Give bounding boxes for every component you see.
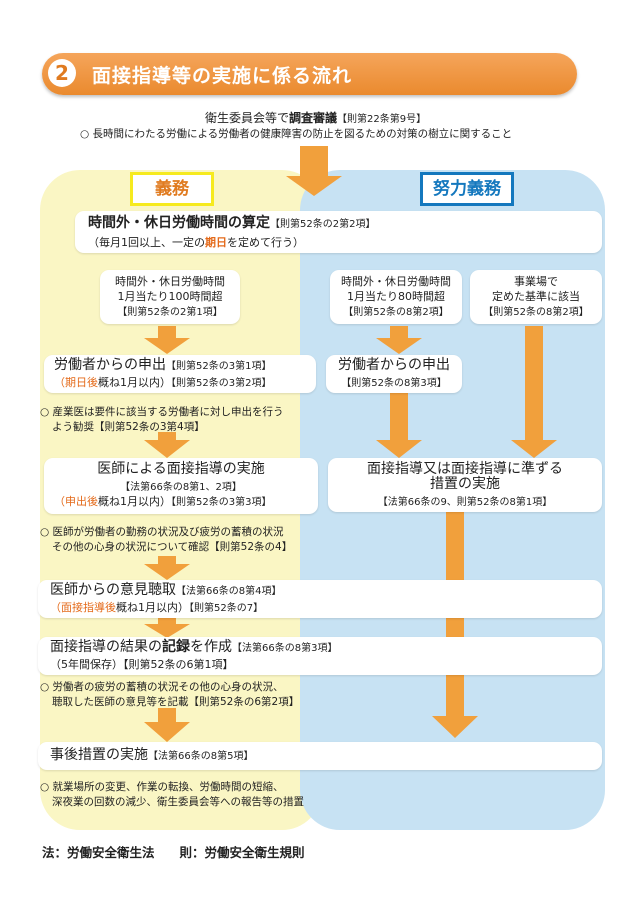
note-3-line2: 聴取した医師の意見等を記載【則第52条の6第2項】 — [52, 696, 300, 708]
cond-right-l2: 定めた基準に該当 — [492, 290, 580, 303]
after-title: 事後措置の実施 — [50, 747, 148, 763]
apply-right-ref: 【則第52条の8第3項】 — [341, 378, 447, 389]
cond-mid-ref: 【則第52条の8第2項】 — [343, 307, 449, 318]
note-2-line1: ○ 医師が労働者の勤務の状況及び疲労の蓄積の状況 — [40, 526, 284, 538]
cond-left-l2: 1月当たり100時間超 — [117, 290, 223, 303]
arrow-right-2 — [376, 392, 422, 458]
doctor-left-ref2: 【則第52条の3第3項】 — [171, 497, 272, 508]
cond-mid-l1: 時間外・休日労働時間 — [341, 275, 451, 288]
note-1-line2: よう勧奨【則第52条の3第4項】 — [52, 421, 205, 433]
arrow-left-5 — [144, 708, 190, 742]
arrow-left-3 — [144, 556, 190, 580]
doctor-left-box — [44, 458, 318, 514]
doctor-right-title2: 措置の実施 — [430, 476, 500, 492]
doctor-left-sub-org: （申出後 — [54, 495, 98, 508]
footer-legend: 法：労働安全衛生法 則：労働安全衛生規則 — [42, 845, 305, 860]
opinion-ref: 【法第66条の8第4項】 — [176, 586, 282, 597]
record-ref: 【法第66条の8第3項】 — [232, 643, 338, 654]
survey-title: 衛生委員会等で調査審議【則第22条第9号】 — [205, 111, 426, 127]
calc-title-line: 時間外・休日労働時間の算定【則第52条の2第2項】 — [88, 216, 375, 232]
doctor-left-ref: 【法第66条の8第1、2項】 — [120, 482, 242, 493]
calc-sub: （毎月1回以上、一定の期日を定めて行う） — [88, 235, 304, 250]
cond-left-l1: 時間外・休日労働時間 — [115, 275, 225, 288]
apply-left-title: 労働者からの申出 — [54, 357, 166, 373]
effort-label: 努力義務 — [420, 172, 514, 206]
after-ref: 【法第66条の8第5項】 — [148, 751, 254, 762]
doctor-right-box — [328, 458, 602, 512]
note-1-line1: ○ 産業医は要件に該当する労働者に対し申出を行う — [40, 406, 284, 418]
section-title: 面接指導等の実施に係る流れ — [92, 65, 353, 87]
cond-right-box — [470, 270, 602, 324]
arrow-left-2 — [144, 432, 190, 458]
apply-left-ref: 【則第52条の3第1項】 — [166, 361, 272, 372]
arrow-right-3 — [511, 326, 557, 458]
calc-sub2: を定めて行う） — [227, 236, 304, 249]
calc-box — [75, 211, 602, 253]
arrow-right-1 — [376, 326, 422, 354]
cond-mid-box — [330, 270, 462, 324]
cond-mid-l2: 1月当たり80時間超 — [347, 290, 445, 303]
survey-prefix: 衛生委員会等で — [205, 111, 290, 125]
record-sub: （5年間保存）【則第52条の6第1項】 — [50, 658, 234, 671]
doctor-left-sub: （申出後概ね1月以内）【則第52条の3第3項】 — [54, 494, 271, 510]
arrow-left-4 — [144, 618, 190, 638]
calc-ref: 【則第52条の2第2項】 — [270, 219, 376, 230]
opinion-sub: （面接指導後概ね1月以内）【則第52条の7】 — [50, 600, 263, 616]
record-title-line: 面接指導の結果の記録を作成【法第66条の8第3項】 — [50, 640, 337, 656]
cond-right-ref: 【則第52条の8第2項】 — [483, 307, 589, 318]
arrow-right-4 — [432, 512, 478, 738]
survey-bold: 調査審議 — [289, 111, 338, 125]
calc-sub1: （毎月1回以上、一定の — [88, 236, 205, 249]
after-box — [38, 742, 602, 770]
apply-left-sub: （期日後概ね1月以内）【則第52条の3第2項】 — [54, 375, 271, 391]
cond-right-l1: 事業場で — [514, 275, 558, 288]
survey-ref: 【則第22条第9号】 — [337, 114, 427, 125]
opinion-title-line: 医師からの意見聴取【法第66条の8第4項】 — [50, 583, 281, 599]
opinion-box — [38, 580, 602, 618]
note-4-line2: 深夜業の回数の減少、衛生委員会等への報告等の措置 — [52, 796, 304, 808]
cond-left-ref: 【則第52条の2第1項】 — [117, 307, 223, 318]
apply-left-title-line: 労働者からの申出【則第52条の3第1項】 — [54, 358, 271, 374]
doctor-left-title: 医師による面接指導の実施 — [97, 461, 265, 477]
note-4-line1: ○ 就業場所の変更、作業の転換、労働時間の短縮、 — [40, 781, 284, 793]
opinion-title: 医師からの意見聴取 — [50, 582, 176, 598]
record-title-a: 面接指導の結果の — [50, 639, 162, 655]
opinion-sub-black: 概ね1月以内） — [116, 601, 189, 614]
calc-sub-org: 期日 — [205, 236, 227, 249]
apply-right-box — [326, 355, 462, 393]
cond-left-box — [100, 270, 240, 324]
record-title-c: を作成 — [190, 639, 232, 655]
arrow-survey — [286, 146, 342, 196]
doctor-right-title1: 面接指導又は面接指導に準ずる — [367, 461, 563, 477]
apply-left-sub-black: 概ね1月以内） — [98, 376, 171, 389]
note-2-line2: その他の心身の状況について確認【則第52条の4】 — [52, 541, 293, 553]
opinion-ref2: 【則第52条の7】 — [189, 603, 264, 614]
survey-note: ○ 長時間にわたる労働による労働者の健康障害の防止を図るための対策の樹立に関する… — [80, 128, 513, 140]
opinion-sub-org: （面接指導後 — [50, 601, 116, 614]
section-number: 2 — [48, 59, 76, 87]
after-title-line: 事後措置の実施【法第66条の8第5項】 — [50, 748, 253, 764]
arrow-left-1 — [144, 326, 190, 354]
record-title-b: 記録 — [162, 639, 190, 655]
record-box — [38, 637, 602, 675]
apply-right-title: 労働者からの申出 — [338, 357, 450, 373]
section-header — [42, 53, 577, 95]
apply-left-ref2: 【則第52条の3第2項】 — [171, 378, 272, 389]
doctor-left-sub-black: 概ね1月以内） — [98, 495, 171, 508]
calc-title: 時間外・休日労働時間の算定 — [88, 215, 270, 231]
apply-left-box — [44, 355, 316, 393]
apply-left-sub-org: （期日後 — [54, 376, 98, 389]
doctor-right-ref: 【法第66条の9、則第52条の8第1項】 — [377, 497, 553, 508]
obligation-label: 義務 — [130, 172, 214, 206]
note-3-line1: ○ 労働者の疲労の蓄積の状況その他の心身の状況、 — [40, 681, 284, 693]
